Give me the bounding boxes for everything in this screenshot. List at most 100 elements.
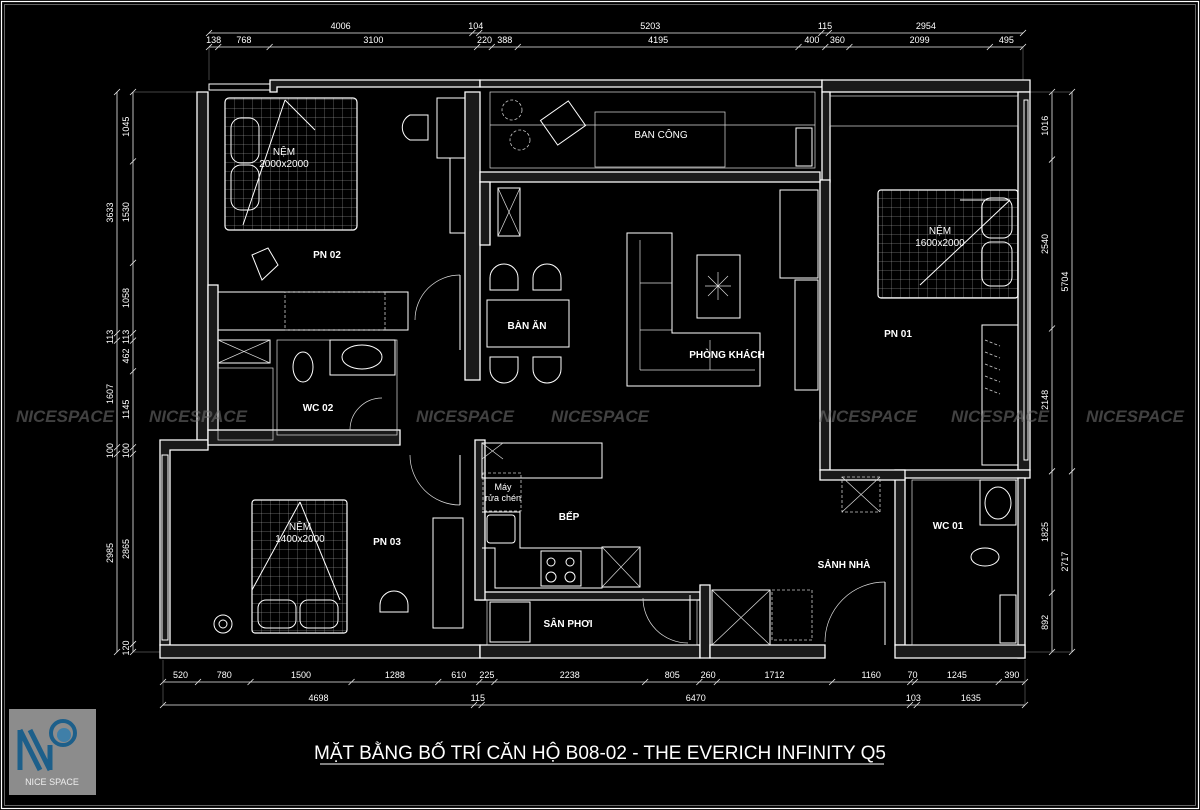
bed-label: NỆM [289,520,311,533]
balcony-area [489,91,816,169]
wardrobe-pn03 [432,517,464,629]
wall-lobby-top [819,469,906,481]
dining-chair [489,263,519,291]
toilet-wc01 [970,547,1000,567]
bed-pn02 [224,97,358,231]
dimension-tick [476,678,483,686]
dimension-label: 220 [477,35,492,45]
door-laundry [642,597,689,644]
coffee-table [696,254,741,319]
room-labels: NỆM 2000x2000 PN 02 WC 02 NỆM 1400x2000 … [259,128,965,630]
wc01-floor [911,479,1019,646]
dimension-tick [1048,468,1056,475]
dimension-label: 360 [830,35,845,45]
dimension-label: 2954 [916,21,936,31]
lobby-fixtures [711,476,1019,646]
dimension-label: 113 [121,330,131,344]
dimension-tick [469,29,476,37]
dimension-label: 5203 [640,21,660,31]
wall-left-pn03 [159,439,209,646]
wall-balcony-living [479,171,821,183]
wall-pn02-living [464,91,481,381]
dimension-tick [913,701,921,709]
wc02-fixtures [217,339,398,441]
balcony-chair [539,100,587,146]
dimension-tick [129,158,137,165]
drawing-frame-inner [4,4,1196,806]
toilet-wc02 [292,351,314,383]
watermark: NICESPACE [416,407,515,426]
nicespace-logo: NICE SPACE [9,709,96,795]
dimension-label: 104 [468,21,483,31]
pn02-desk-chair [251,247,279,281]
logo-text: NICE SPACE [25,777,79,787]
dimension-label: 1500 [291,670,311,680]
shower [999,594,1017,644]
wall-pn03-kitchen [474,439,486,601]
dimension-label: 520 [173,670,188,680]
dimension-tick [205,29,213,37]
room-label-wc02: WC 02 [303,403,334,414]
room-label-balcony: BAN CÔNG [634,128,688,141]
pn02-furniture [217,97,466,350]
dimension-tick [795,43,802,51]
dimension-label: 1245 [947,670,967,680]
room-label-living: PHÒNG KHÁCH [689,348,765,361]
dimension-tick [828,678,836,686]
dimension-label: 2148 [1040,390,1050,410]
windows [161,83,1029,641]
dimension-label: 1607 [105,384,115,404]
pn03-chair [379,590,409,613]
dimension-label: 6470 [686,693,706,703]
dimension-tick [113,443,121,451]
dimension-label: 120 [121,641,131,656]
dimension-tick [1019,29,1027,37]
dimension-tick [514,43,522,51]
dimension-tick [641,678,649,686]
wall-bottom-lobby [709,644,826,659]
dimension-tick [906,678,914,686]
dimension-tick [478,701,485,709]
dimension-tick [214,43,222,51]
dimension-tick [696,678,703,686]
dimension-tick [113,450,121,458]
dimension-tick [1048,156,1056,163]
bed-size-label: 2000x2000 [259,159,309,170]
kitchen-island [481,442,603,479]
dimension-tick [113,337,121,344]
dimension-label: 805 [665,670,680,680]
kitchen-sink [486,514,516,544]
dimension-label: 103 [906,693,921,703]
dimension-label: 3633 [105,203,115,223]
dimension-label: 4006 [331,21,351,31]
kitchen-counter [482,511,603,589]
dimension-label: 4195 [648,35,668,45]
wall-bottom-pn03 [159,644,481,659]
dimension-label: 2099 [910,35,930,45]
dimension-tick [1048,325,1056,332]
dimension-label: 2717 [1060,552,1070,572]
wall-right-wc01 [1017,477,1026,659]
wall-living-left-top [479,181,491,246]
dimension-label: 2238 [560,670,580,680]
door-main [824,581,886,643]
bed-label: NỆM [273,145,295,158]
dimension-tick [129,329,137,337]
dimension-tick [1048,589,1056,596]
wall-top-balcony [479,79,823,88]
watermark: NICESPACE [1086,407,1185,426]
dimension-label: 260 [701,670,716,680]
dimension-label: 892 [1040,615,1050,630]
drawing-title: MẶT BẰNG BỐ TRÍ CĂN HỘ B08-02 - THE EVER… [314,742,886,764]
watermark: NICESPACE [149,407,248,426]
dimension-tick [1068,468,1076,475]
dimension-tick [348,678,355,686]
room-label-laundry: SÂN PHƠI [543,617,592,630]
dimension-tick [434,678,442,686]
door-wc02 [349,397,383,431]
dimension-tick [475,29,483,37]
bed-label: NỆM [929,224,951,237]
